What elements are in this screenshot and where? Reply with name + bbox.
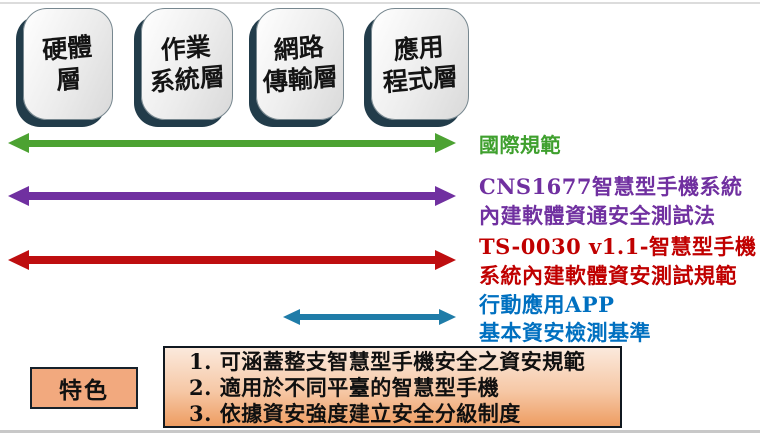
label-ts0030-standard: TS-0030 v1.1-智慧型手機 系統內建軟體資安測試規範 <box>479 232 757 290</box>
arrow-left-head-icon <box>8 133 29 153</box>
arrow-right-head-icon <box>435 250 456 270</box>
standard-label-line: 系統內建軟體資安測試規範 <box>479 263 737 288</box>
arrow-left-head-icon <box>8 186 29 206</box>
arrow-international-coverage <box>8 133 456 153</box>
slide-top-border <box>0 2 760 4</box>
label-cns1677-standard: CNS1677智慧型手機系統 內建軟體資通安全測試法 <box>479 172 743 230</box>
arrow-cns1677-coverage <box>8 186 456 206</box>
features-title-box: 特色 <box>30 367 138 409</box>
tile-os-layer: 作業 系統層 <box>141 8 233 120</box>
features-list-box: 1. 可涵蓋整支智慧型手機安全之資安規範 2. 適用於不同平臺的智慧型手機 3.… <box>163 346 622 428</box>
tile-application-layer: 應用 程式層 <box>371 8 469 120</box>
arrow-bar <box>29 192 435 200</box>
arrow-bar <box>300 314 439 320</box>
arrow-right-head-icon <box>435 133 456 153</box>
label-international-standard: 國際規範 <box>479 131 561 160</box>
standard-label-line: 基本資安檢測基準 <box>479 320 651 345</box>
arrow-right-head-icon <box>439 309 456 325</box>
standard-label-line: TS-0030 v1.1-智慧型手機 <box>479 234 757 259</box>
feature-item-3: 3. 依據資安強度建立安全分級制度 <box>189 401 521 426</box>
standard-label-line: 國際規範 <box>479 133 561 157</box>
tile-network-layer: 網路 傳輸層 <box>256 8 344 120</box>
arrow-right-head-icon <box>435 186 456 206</box>
feature-item-2: 2. 適用於不同平臺的智慧型手機 <box>189 375 500 400</box>
label-mobile-app-standard: 行動應用APP 基本資安檢測基準 <box>479 291 651 347</box>
feature-item-1: 1. 可涵蓋整支智慧型手機安全之資安規範 <box>189 349 586 374</box>
tile-label-line2: 傳輸層 <box>262 61 339 98</box>
tile-label-line2: 層 <box>55 63 83 96</box>
standard-label-line: 行動應用APP <box>479 292 615 317</box>
arrow-left-head-icon <box>283 309 300 325</box>
tile-label-line1: 硬體 <box>41 31 93 66</box>
tile-hardware-layer: 硬體 層 <box>23 8 113 120</box>
arrow-mobile-app-coverage <box>283 309 456 325</box>
arrow-bar <box>29 256 435 264</box>
standard-label-line: CNS1677智慧型手機系統 <box>479 174 743 199</box>
tile-application-layer-label: 應用 程式層 <box>381 30 459 98</box>
arrow-left-head-icon <box>8 250 29 270</box>
tile-os-layer-label: 作業 系統層 <box>148 30 226 98</box>
slide-bottom-border <box>0 430 760 433</box>
tile-label-line2: 程式層 <box>382 61 459 98</box>
tile-hardware-layer-label: 硬體 層 <box>41 31 94 97</box>
tile-label-line2: 系統層 <box>149 61 226 98</box>
standard-label-line: 內建軟體資通安全測試法 <box>479 203 716 228</box>
arrow-ts0030-coverage <box>8 250 456 270</box>
arrow-bar <box>29 139 435 147</box>
features-title: 特色 <box>59 377 109 404</box>
tile-network-layer-label: 網路 傳輸層 <box>261 30 339 98</box>
